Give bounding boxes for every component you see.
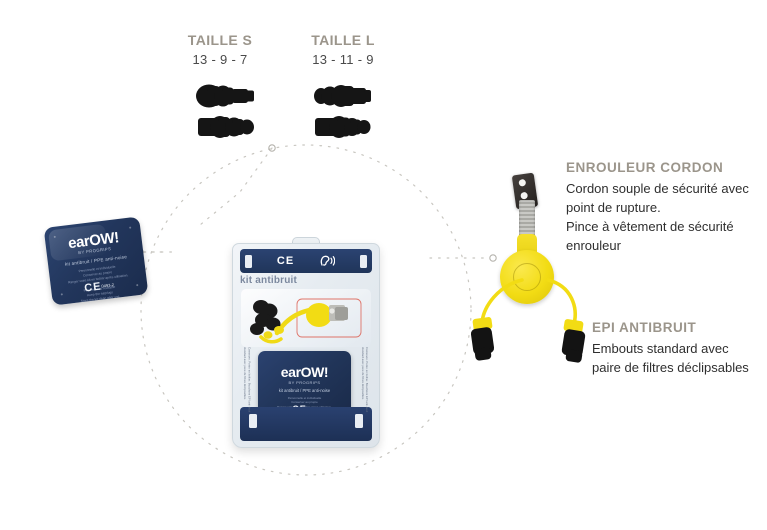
black-earplug-size-s-bottom: [198, 116, 254, 138]
size-dims-s: 13 - 9 - 7: [192, 52, 248, 68]
blister-pack: CE kit antibruit: [232, 237, 380, 448]
pack-case-logo: earOW!: [280, 364, 329, 380]
yellow-retractable-cord-reel: [500, 250, 554, 304]
earplug-left: [470, 317, 495, 361]
callout-body-epi: Embouts standard avec paire de filtres d…: [592, 341, 749, 376]
yellow-corded-earplugs: [470, 278, 586, 363]
black-earplug-size-l-top: [314, 85, 371, 107]
pack-footer-chip: [249, 414, 257, 428]
pack-ce-mark: CE: [276, 255, 295, 267]
pack-case-logo-subtitle: BY PROGRIPS: [288, 380, 321, 385]
size-title-l: TAILLE L: [311, 32, 375, 48]
pack-side-text-left: Conserver. Porter en boîtier. Bouchons E…: [243, 347, 252, 413]
pack-header-chip: [360, 254, 367, 268]
cord-right: [546, 278, 577, 326]
black-earplug-size-s-top: [196, 84, 254, 108]
black-earplug-size-l-bottom: [315, 116, 371, 138]
size-title-s: TAILLE S: [187, 32, 253, 48]
callout-enrouleur-cordon: ENROULEUR CORDON Cordon souple de sécuri…: [566, 160, 758, 256]
callout-epi-antibruit: EPI ANTIBRUIT Embouts standard avec pair…: [592, 320, 767, 378]
pack-footer-band: [240, 407, 372, 441]
cord-reel-assembly: [462, 168, 592, 368]
size-group-l: TAILLE L 13 - 11 - 9: [283, 32, 403, 68]
ce-code: 0493-2: [101, 282, 115, 289]
clip-hole: [520, 191, 529, 200]
pack-band-text: kit antibruit: [240, 275, 298, 286]
pack-header-chip: [245, 254, 252, 268]
pack-contents: [250, 298, 362, 344]
pack-footer-chip: [355, 414, 363, 428]
clip-strap: [519, 200, 535, 240]
product-case-left: earOW! BY PROGRIPS kit antibruit / PPE a…: [43, 216, 149, 306]
clip-hole: [518, 178, 527, 187]
callout-body-enrouleur: Cordon souple de sécurité avec point de …: [566, 181, 749, 253]
leader-line-sizes: [199, 147, 273, 226]
pack-window: [241, 289, 371, 347]
ear-soundwave-icon: [320, 255, 336, 266]
callout-title-epi: EPI ANTIBRUIT: [592, 320, 697, 335]
cord-left: [480, 278, 524, 324]
callout-title-enrouleur: ENROULEUR CORDON: [566, 160, 724, 175]
pack-side-text-right: Conserver. Porter en boîtier. Bouchons E…: [360, 347, 369, 413]
ce-text: CE: [83, 280, 103, 295]
earplug-right: [561, 319, 586, 363]
pack-header-band: CE: [240, 249, 372, 273]
pack-case-subtitle: kit antibruit / PPE anti-noise: [278, 388, 331, 393]
size-group-s: TAILLE S 13 - 9 - 7: [160, 32, 280, 68]
leader-node-sizes: [268, 144, 276, 152]
size-dims-l: 13 - 11 - 9: [312, 52, 374, 68]
